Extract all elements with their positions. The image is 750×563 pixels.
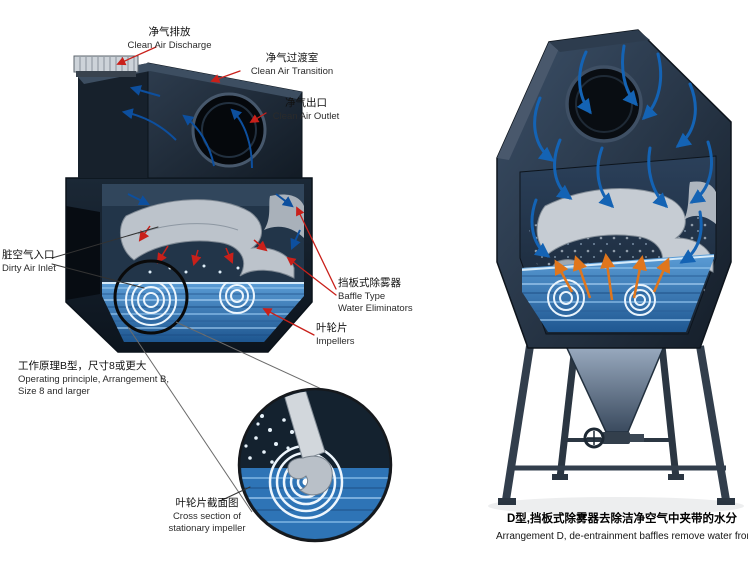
leader-dirty-inlet-1 <box>51 226 159 259</box>
label-dirty-air-inlet-en: Dirty Air Inlet <box>2 262 56 274</box>
label-clean-air-outlet: 净气出口 Clean Air Outlet <box>256 97 356 123</box>
detail-highlight-circle <box>113 259 189 335</box>
label-clean-air-transition-en: Clean Air Transition <box>250 65 334 77</box>
label-clean-air-discharge-en: Clean Air Discharge <box>127 39 212 51</box>
label-cross-section: 叶轮片截面图 Cross section of stationary impel… <box>146 497 268 535</box>
dirty-air-inlet-opening <box>66 206 100 300</box>
label-clean-air-transition-zh: 净气过渡室 <box>265 52 319 64</box>
label-baffle-eliminators-zh: 挡板式除雾器 <box>338 277 401 289</box>
leader-outlet <box>249 112 267 123</box>
label-cross-section-zh: 叶轮片截面图 <box>175 497 239 509</box>
left-impeller-blade <box>119 199 295 279</box>
stand-front-legs <box>502 345 730 501</box>
leader-lines <box>51 46 337 502</box>
water-swirl <box>125 282 255 326</box>
label-operating-principle: 工作原理B型，尺寸8或更大 Operating principle, Arran… <box>18 360 223 398</box>
leader-cross-section <box>219 486 251 502</box>
label-cross-section-en2: stationary impeller <box>168 522 246 534</box>
leader-transition <box>210 70 241 83</box>
leader-impellers <box>262 308 315 336</box>
label-baffle-eliminators-en2: Water Eliminators <box>338 302 413 314</box>
blue-flow-arrows-lower <box>127 193 301 251</box>
right-diagram-caption: D型,挡板式除雾器去除洁净空气中夹带的水分 Arrangement D, de-… <box>496 510 748 542</box>
caption-en: Arrangement D, de-entrainment baffles re… <box>496 531 748 542</box>
hopper-cone <box>564 345 666 433</box>
label-operating-principle-en1: Operating principle, Arrangement B, <box>18 373 170 385</box>
label-dirty-air-inlet: 脏空气入口 Dirty Air Inlet <box>2 249 80 275</box>
right-machine <box>488 29 744 515</box>
label-clean-air-discharge: 净气排放 Clean Air Discharge <box>112 26 227 52</box>
caption-zh: D型,挡板式除雾器去除洁净空气中夹带的水分 <box>507 513 737 525</box>
blue-flow-arrows-upper <box>121 85 253 169</box>
leader-discharge <box>116 46 157 66</box>
blue-airflow-arrows <box>530 44 713 264</box>
label-clean-air-transition: 净气过渡室 Clean Air Transition <box>236 52 348 78</box>
label-operating-principle-en2: Size 8 and larger <box>18 385 90 397</box>
label-cross-section-en1: Cross section of <box>172 510 242 522</box>
leader-dirty-inlet-2 <box>51 263 145 289</box>
leader-baffle-2 <box>286 256 337 296</box>
leader-baffle-1 <box>296 206 337 290</box>
label-dirty-air-inlet-zh: 脏空气入口 <box>2 249 55 261</box>
label-impellers: 叶轮片 Impellers <box>316 322 396 348</box>
label-clean-air-outlet-zh: 净气出口 <box>285 97 327 109</box>
right-outlet-opening <box>565 65 643 143</box>
left-baffle-blade <box>264 194 304 238</box>
red-flow-arrows <box>138 133 268 267</box>
label-impellers-zh: 叶轮片 <box>316 322 348 334</box>
label-baffle-eliminators: 挡板式除雾器 Baffle Type Water Eliminators <box>338 277 450 315</box>
label-impellers-en: Impellers <box>316 335 355 347</box>
label-baffle-eliminators-en1: Baffle Type <box>338 290 386 302</box>
label-operating-principle-zh: 工作原理B型，尺寸8或更大 <box>18 360 147 372</box>
right-water-pool <box>522 254 714 332</box>
orange-droplet-arrows <box>554 253 671 301</box>
label-clean-air-outlet-en: Clean Air Outlet <box>272 110 340 122</box>
stand-rear-legs <box>556 345 680 479</box>
clean-air-outlet-opening <box>191 92 267 168</box>
drain-valve <box>583 427 644 449</box>
label-clean-air-discharge-zh: 净气排放 <box>148 26 191 38</box>
